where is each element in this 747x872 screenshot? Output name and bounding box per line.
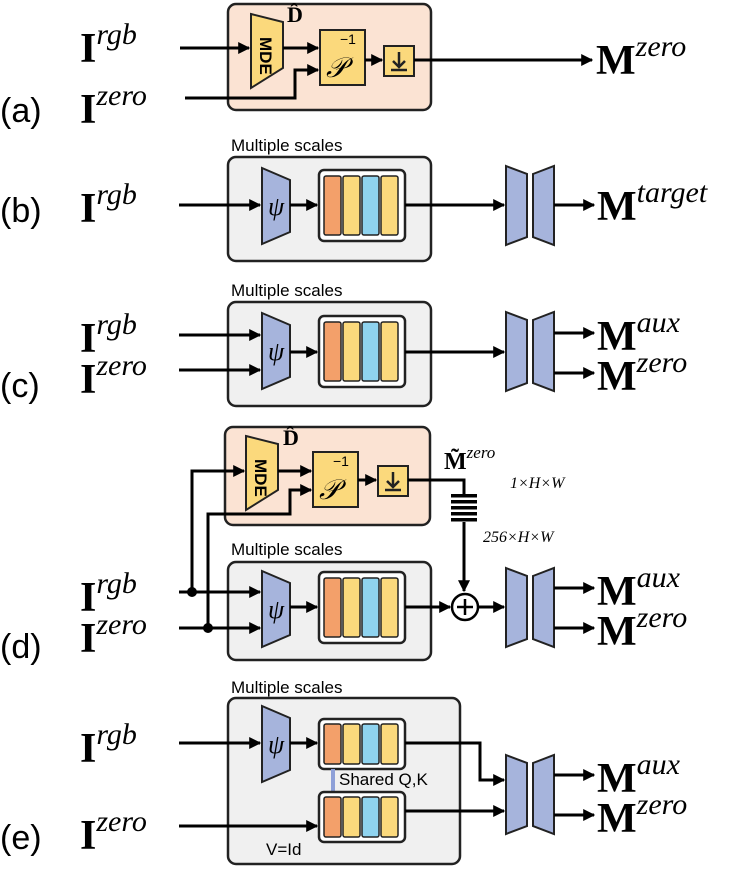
decoder-right-b	[532, 164, 555, 247]
attention-bar-orange-c	[323, 321, 342, 382]
attention-bar-yellow2-lower-e	[380, 796, 399, 838]
label-c: (c)	[0, 367, 40, 405]
shared-qk-label: Shared Q,K	[339, 770, 428, 789]
input-i-zero-e: Izero	[80, 805, 147, 859]
output-m-zero-c: Mzero	[597, 346, 687, 400]
output-m-target-b: Mtarget	[597, 176, 708, 230]
row-e: Multiple scales ψ Shared Q,K V=Id (e) Ir…	[0, 678, 687, 866]
psi-label-d: ψ	[268, 595, 285, 624]
attention-bar-yellow1-c	[342, 321, 361, 382]
output-m-zero-e: Mzero	[597, 788, 687, 842]
label-a: (a)	[0, 92, 42, 130]
mde-block-a	[250, 12, 284, 90]
input-i-rgb-c: Irgb	[80, 308, 137, 362]
decoder-left-d	[505, 566, 528, 649]
mde-block-d	[245, 434, 279, 512]
shared-qk-connector	[331, 769, 335, 792]
input-i-rgb-a: Irgb	[80, 18, 137, 72]
output-m-aux-e: Maux	[597, 748, 681, 802]
channel-expand-icon	[451, 494, 477, 522]
decoder-right-e	[532, 753, 555, 836]
mde-label-d: MDE	[251, 459, 270, 497]
output-m-aux-d: Maux	[597, 561, 681, 615]
attention-bar-yellow2-d	[380, 577, 399, 638]
input-i-zero-d: Izero	[80, 608, 147, 662]
input-i-rgb-d: Irgb	[80, 567, 137, 621]
label-e: (e)	[0, 819, 42, 857]
label-d: (d)	[0, 628, 42, 666]
attention-bar-orange-lower-e	[323, 796, 342, 838]
plus-icon	[457, 599, 473, 615]
m-tilde-zero: M̃zero	[444, 443, 495, 475]
v-id-label: V=Id	[266, 840, 301, 859]
attention-bar-cyan-lower-e	[361, 796, 380, 838]
d-hat-d: D̂	[283, 425, 299, 450]
attention-bar-orange-b	[323, 175, 342, 236]
input-i-rgb-b: Irgb	[80, 178, 137, 232]
attention-bar-yellow2-c	[380, 321, 399, 382]
attention-bar-cyan-b	[361, 175, 380, 236]
output-m-zero-d: Mzero	[597, 601, 687, 655]
row-a: MDE D̂ −1 𝒫 (a) Irgb Izero Mzero	[0, 2, 686, 133]
row-b: Multiple scales ψ (b) Irgb Mtarget	[0, 136, 708, 263]
label-b: (b)	[0, 192, 42, 230]
input-i-zero-a: Izero	[80, 79, 147, 133]
multiple-scales-b: Multiple scales	[231, 136, 343, 155]
attention-bar-yellow1-upper-e	[342, 723, 361, 765]
downsample-icon-d	[385, 472, 401, 492]
psi-label-b: ψ	[268, 192, 285, 221]
multiple-scales-e: Multiple scales	[231, 678, 343, 697]
attention-bar-cyan-upper-e	[361, 723, 380, 765]
decoder-right-c	[532, 310, 555, 393]
row-d: MDE D̂ −1 𝒫 M̃zero 1×H×W 256×H×W Multip	[0, 425, 687, 666]
p-inverse-block-d	[312, 451, 359, 508]
dim-small: 1×H×W	[510, 475, 566, 492]
decoder-left-e	[505, 753, 528, 836]
multiple-scales-c: Multiple scales	[231, 281, 343, 300]
dim-large: 256×H×W	[483, 529, 555, 546]
input-i-rgb-e: Irgb	[80, 718, 137, 772]
row-c: Multiple scales ψ (c) Irgb Izero Maux Mz…	[0, 281, 687, 408]
output-m-zero-a: Mzero	[596, 30, 686, 84]
attention-bar-yellow2-upper-e	[380, 723, 399, 765]
attention-bar-orange-d	[323, 577, 342, 638]
psi-block-b	[261, 166, 291, 246]
d-hat-a: D̂	[287, 2, 303, 27]
decoder-left-b	[505, 164, 528, 247]
psi-block-c	[261, 311, 291, 391]
attention-bar-orange-upper-e	[323, 723, 342, 765]
p-inverse-block-a	[319, 29, 366, 86]
attention-bar-cyan-c	[361, 321, 380, 382]
psi-label-c: ψ	[268, 337, 285, 366]
psi-block-d	[261, 569, 291, 649]
output-m-aux-c: Maux	[597, 306, 681, 360]
attention-bar-yellow1-lower-e	[342, 796, 361, 838]
multiple-scales-d: Multiple scales	[231, 540, 343, 559]
input-i-zero-c: Izero	[80, 349, 147, 403]
downsample-icon-a	[391, 52, 407, 72]
psi-block-e	[261, 704, 291, 784]
attention-bar-cyan-d	[361, 577, 380, 638]
decoder-left-c	[505, 310, 528, 393]
attention-bar-yellow2-b	[380, 175, 399, 236]
mde-label-a: MDE	[256, 37, 275, 75]
p-inverse-sup-d: −1	[333, 453, 349, 469]
attention-bar-yellow1-b	[342, 175, 361, 236]
p-inverse-sup-a: −1	[340, 31, 356, 47]
psi-label-e: ψ	[268, 730, 285, 759]
decoder-right-d	[532, 566, 555, 649]
attention-bar-yellow1-d	[342, 577, 361, 638]
